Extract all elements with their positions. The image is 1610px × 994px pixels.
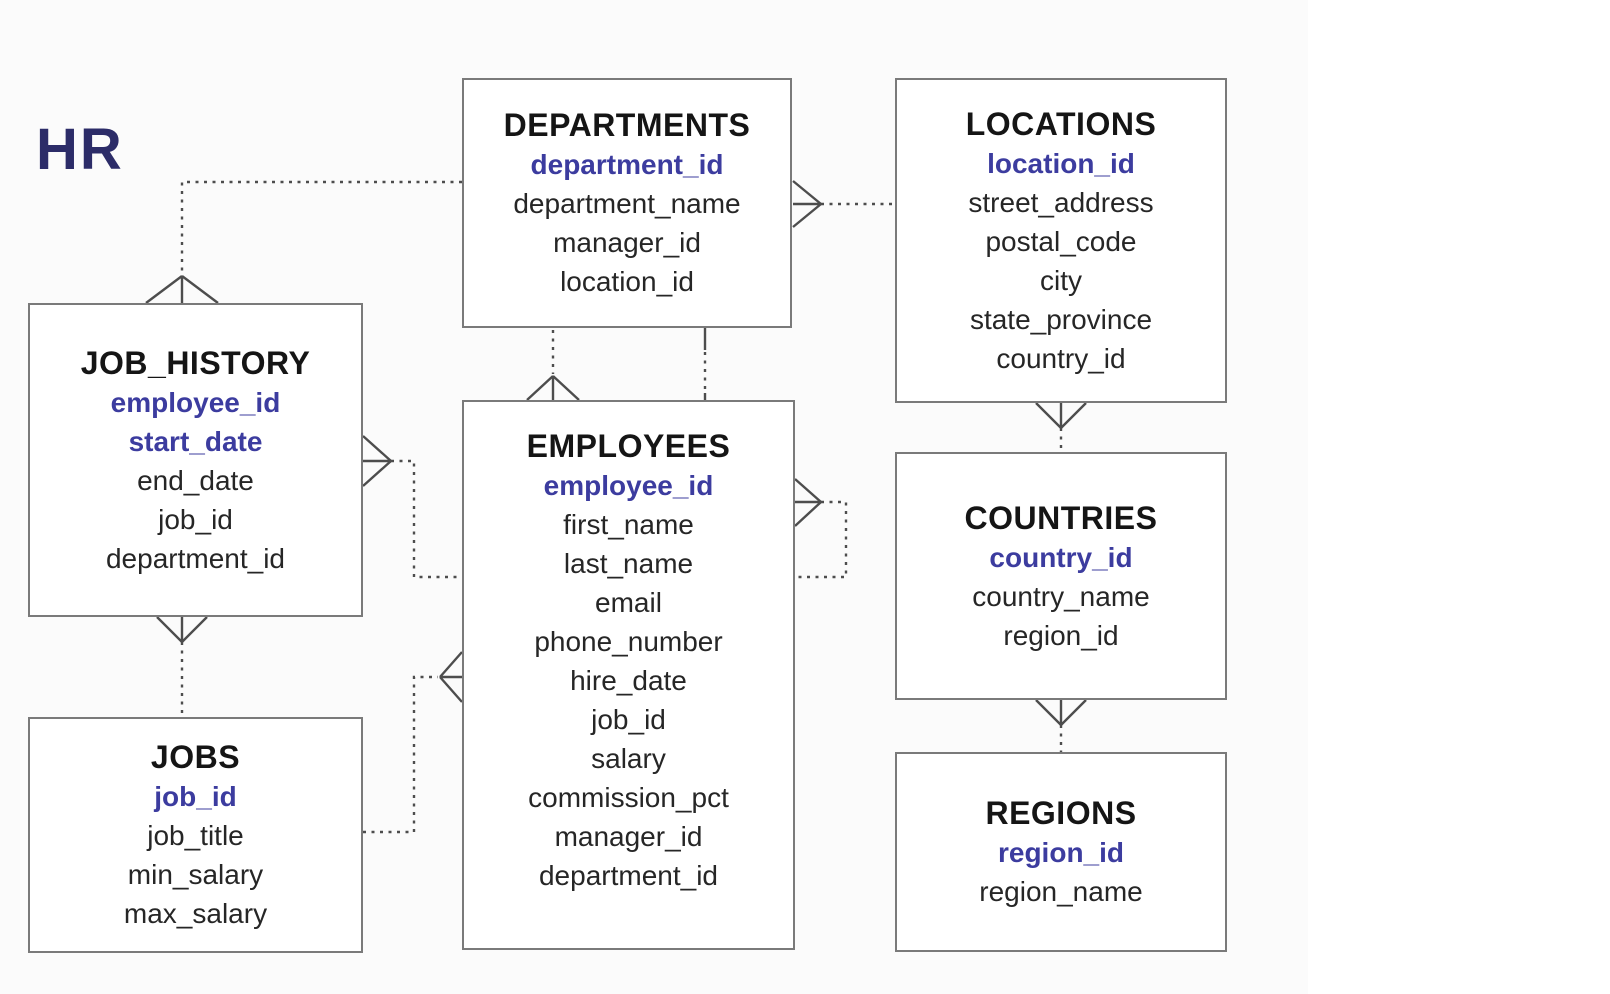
table-departments-column: department_name — [513, 188, 741, 219]
table-job-history-pk: employee_id — [110, 386, 281, 418]
table-job-history-column: department_id — [105, 542, 285, 574]
table-departments: DEPARTMENTS department_id department_nam… — [462, 78, 792, 328]
table-jobs: JOBS job_id job_title min_salary max_sal… — [28, 717, 363, 953]
table-countries-title: COUNTRIES — [964, 499, 1158, 536]
table-regions-column: region_name — [979, 876, 1143, 907]
table-locations-pk: location_id — [987, 147, 1135, 179]
table-regions-title: REGIONS — [985, 795, 1137, 831]
table-employees-pk: employee_id — [543, 470, 714, 501]
table-employees-title: EMPLOYEES — [526, 428, 731, 464]
table-locations: LOCATIONS location_id street_address pos… — [895, 78, 1227, 403]
table-departments-title: DEPARTMENTS — [503, 107, 751, 143]
table-jobs-pk: job_id — [154, 781, 237, 812]
table-job-history-column: end_date — [137, 464, 254, 496]
table-locations-column: street_address — [968, 186, 1154, 218]
table-countries-column: region_id — [1003, 619, 1119, 651]
table-jobs-column: min_salary — [127, 859, 264, 890]
table-employees-column: salary — [591, 743, 666, 774]
table-departments-column: manager_id — [553, 227, 701, 258]
table-departments-column: location_id — [560, 266, 694, 297]
table-countries: COUNTRIES country_id country_name region… — [895, 452, 1227, 700]
table-locations-column: country_id — [996, 342, 1126, 374]
table-jobs-title: JOBS — [150, 739, 241, 775]
table-employees-column: hire_date — [570, 665, 687, 696]
table-countries-pk: country_id — [989, 541, 1133, 573]
table-employees-column: department_id — [538, 860, 718, 891]
table-locations-column: state_province — [969, 303, 1153, 335]
table-job-history: JOB_HISTORY employee_id start_date end_d… — [28, 303, 363, 617]
table-job-history-title: JOB_HISTORY — [80, 344, 311, 381]
table-regions: REGIONS region_id region_name — [895, 752, 1227, 952]
table-employees-column: last_name — [563, 548, 694, 579]
table-employees-column: email — [595, 587, 662, 618]
table-regions-pk: region_id — [997, 837, 1124, 868]
table-jobs-column: max_salary — [123, 898, 268, 929]
table-employees-column: job_id — [591, 704, 666, 735]
table-employees-column: manager_id — [554, 821, 703, 852]
table-countries-column: country_name — [972, 580, 1150, 612]
table-employees: EMPLOYEES employee_id first_name last_na… — [462, 400, 795, 950]
table-jobs-column: job_title — [147, 820, 244, 851]
table-employees-column: first_name — [563, 509, 694, 540]
table-employees-column: phone_number — [534, 626, 723, 657]
table-job-history-pk: start_date — [128, 425, 263, 457]
table-locations-column: postal_code — [985, 225, 1137, 257]
table-locations-title: LOCATIONS — [965, 105, 1157, 142]
table-job-history-column: job_id — [158, 503, 233, 535]
table-departments-pk: department_id — [530, 149, 724, 180]
schema-label: HR — [36, 117, 124, 182]
table-employees-column: commission_pct — [528, 782, 729, 813]
table-locations-column: city — [1040, 264, 1082, 296]
